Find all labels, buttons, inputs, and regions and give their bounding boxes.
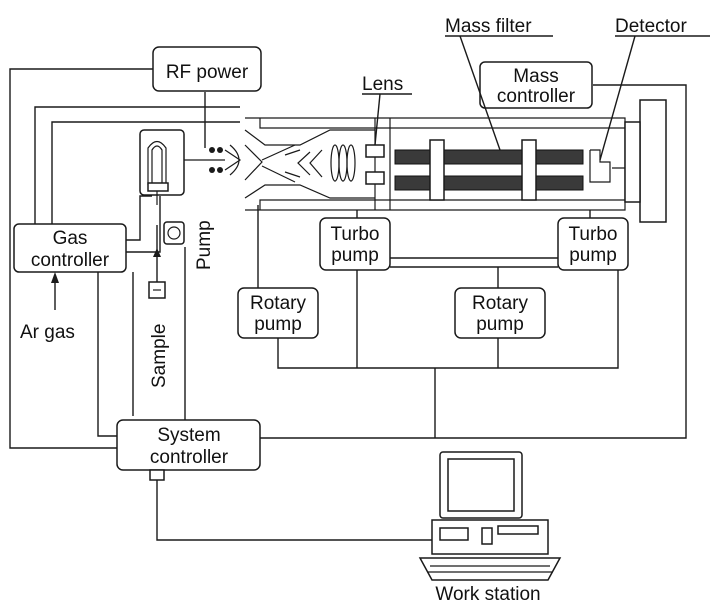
system-controller-label-line2: controller [150,447,229,468]
turbo-pump-right-label-line2: pump [569,245,617,266]
turbo-pump-left-label-line1: Turbo [331,224,380,245]
lens-label: Lens [362,74,403,95]
turbo-pump-left-label-line2: pump [331,245,379,266]
system-controller-box: System controller [116,419,261,481]
workstation-computer-icon [418,451,562,581]
ar-gas-arrow-head [51,272,59,283]
system-controller-label-line1: System [157,425,220,446]
connection-lines [9,68,687,541]
rotary-pump-left-label-line2: pump [254,314,302,335]
gas-controller-box: Gas controller [13,223,127,273]
rotary-pump-left-box: Rotary pump [237,287,319,339]
vacuum-chamber [244,99,667,223]
turbo-pump-right-box: Turbo pump [557,217,629,271]
mass-controller-box: Mass controller [479,61,593,109]
rotary-pump-right-label-line2: pump [476,314,524,335]
sample-arrow-head [153,248,161,257]
plasma-torch [139,129,242,299]
rf-power-label: RF power [166,62,249,83]
pump-label: Pump [194,220,215,270]
mass-filter-label: Mass filter [445,16,532,37]
gas-controller-label-line1: Gas [53,228,88,249]
work-station-label: Work station [435,584,540,605]
sample-label: Sample [149,324,170,388]
turbo-pump-right-label-line1: Turbo [569,224,618,245]
mass-controller-label-line1: Mass [513,66,558,87]
rf-power-box: RF power [152,46,262,92]
gas-controller-label-line2: controller [31,250,110,271]
rotary-pump-right-box: Rotary pump [454,287,546,339]
peristaltic-pump-icon [163,221,185,245]
rotary-pump-right-label-line1: Rotary [472,293,528,314]
mass-controller-label-line2: controller [497,86,576,107]
rotary-pump-left-label-line1: Rotary [250,293,306,314]
turbo-pump-left-box: Turbo pump [319,217,391,271]
detector-label: Detector [615,16,687,37]
ar-gas-label: Ar gas [20,322,75,343]
